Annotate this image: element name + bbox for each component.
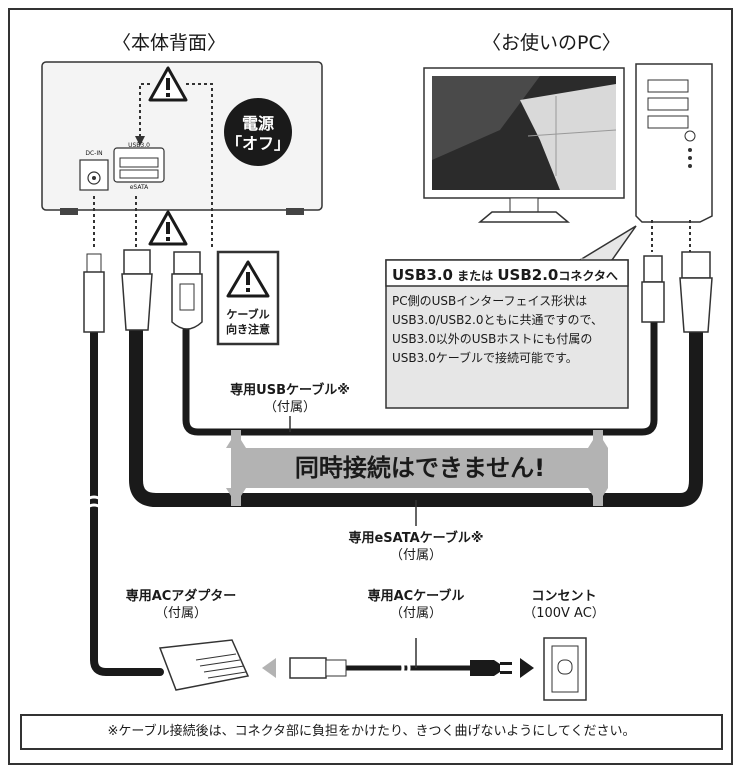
ac-cable-sublabel: （付属） — [389, 606, 442, 621]
usb-port-label: USB3.0 — [128, 142, 150, 149]
no-simultaneous-banner: 同時接続はできません! — [294, 454, 546, 482]
esata-cable-label: 専用eSATAケーブル※ — [348, 531, 484, 546]
caution-line2: 向き注意 — [226, 323, 270, 336]
dc-in-port — [79, 159, 109, 191]
ac-adapter-icon — [158, 639, 250, 691]
dc-plug — [83, 253, 105, 333]
esata-plug — [121, 249, 153, 331]
outlet-label: コンセント — [531, 589, 597, 604]
outlet-icon — [543, 637, 587, 701]
arrow-right — [520, 658, 534, 678]
esata-cable-sublabel: （付属） — [389, 548, 442, 563]
your-pc-heading: 〈お使いのPC〉 — [482, 32, 621, 54]
monitor-icon — [423, 67, 625, 223]
footer-note: ※ケーブル接続後は、コネクタ部に負担をかけたり、きつく曲げないようにしてください… — [20, 714, 723, 750]
usb-cable-label: 専用USBケーブル※ — [230, 383, 350, 398]
usb-a-plug — [641, 255, 665, 323]
ac-plug-wall-side — [470, 660, 512, 676]
pc-tower-icon — [635, 63, 713, 252]
outlet-sublabel: （100V AC） — [523, 606, 605, 621]
usb-cable-sublabel: （付属） — [263, 400, 316, 415]
callout-title-or: または — [453, 269, 498, 283]
callout-title-connector: コネクタへ — [558, 269, 618, 283]
callout-title: USB3.0 または USB2.0コネクタへ — [392, 266, 618, 284]
ac-cable-label: 専用ACケーブル — [367, 589, 465, 604]
power-off-badge — [224, 98, 292, 166]
ac-adapter-sublabel: （付属） — [154, 606, 207, 621]
dc-in-label: DC-IN — [85, 150, 103, 157]
callout-title-usb3: USB3.0 — [392, 266, 453, 284]
device-back-panel — [41, 61, 323, 250]
callout-pointer — [577, 225, 637, 261]
arrow-left — [262, 658, 276, 678]
ac-adapter-label: 専用ACアダプター — [125, 589, 237, 604]
power-badge-line2: 「オフ」 — [226, 134, 291, 153]
ac-plug-adapter-side — [289, 657, 347, 679]
esata-pc-plug — [679, 251, 713, 333]
no-simultaneous-arrows — [226, 430, 608, 506]
callout-body: PC側のUSBインターフェイス形状はUSB3.0/USB2.0ともに共通ですので… — [392, 294, 603, 365]
usb-plug — [171, 251, 203, 330]
warning-icon-top — [148, 66, 188, 102]
warning-icon-usb — [148, 210, 188, 246]
power-badge-line1: 電源 — [241, 114, 274, 133]
caution-line1: ケーブル — [226, 308, 270, 321]
esata-port-label: eSATA — [129, 184, 149, 191]
callout-title-usb2: USB2.0 — [497, 266, 559, 284]
back-panel-heading: 〈本体背面〉 — [112, 32, 227, 54]
